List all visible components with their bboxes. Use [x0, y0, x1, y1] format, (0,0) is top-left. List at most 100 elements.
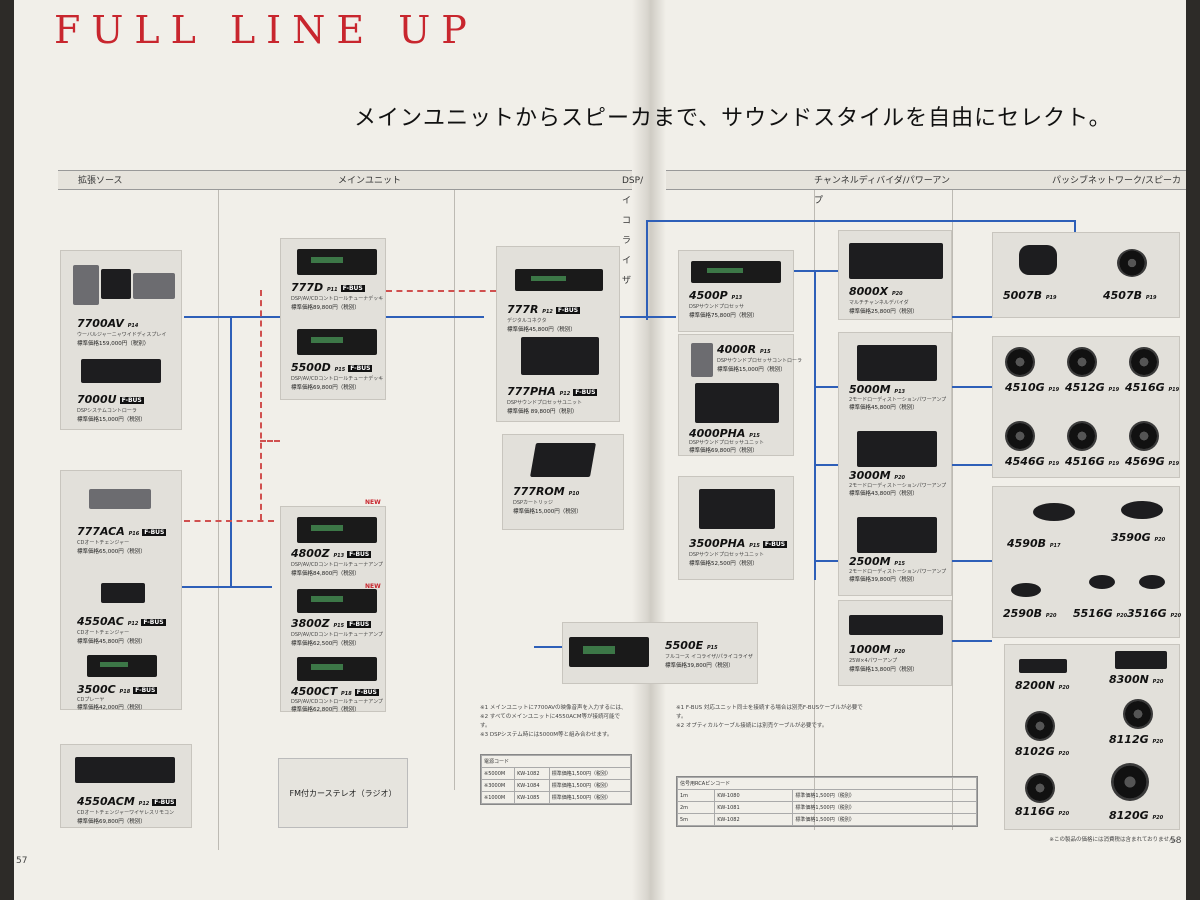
product-image: [1033, 503, 1075, 521]
connection-line: [1074, 220, 1076, 232]
speaker-image: [1129, 347, 1159, 377]
product-description: DSP/AV/CDコントロールチューナアンプ: [291, 632, 383, 638]
product-card[interactable]: 4000R P15 DSPサウンドプロセッサコントローラ 標準価格15,000円…: [678, 334, 802, 456]
product-image: [1011, 583, 1041, 597]
product-image: [699, 489, 775, 529]
product-price: 標準価格69,800円（税別）: [689, 448, 758, 454]
page-number-left: 57: [16, 856, 28, 866]
speaker-image: [1123, 699, 1153, 729]
product-name: 777ROM P10: [513, 485, 580, 498]
product-description: DSP/AV/CDコントロールチューナデッキ: [291, 296, 384, 302]
product-price: 標準価格 89,800円（税別）: [507, 409, 578, 415]
product-description: 2モードローディストーションパワーアンプ: [849, 483, 947, 489]
product-image: [857, 345, 937, 381]
product-name: 4569G P19: [1125, 455, 1180, 468]
connection-line: [464, 316, 484, 318]
product-name: 1000M P20: [849, 643, 906, 656]
product-image: [857, 431, 937, 467]
product-card[interactable]: 777ROM P10 DSPカートリッジ 標準価格15,000円（税別）: [502, 434, 624, 530]
product-image: [691, 343, 713, 377]
connection-line: [182, 586, 272, 588]
optical-connection-line: [260, 290, 262, 520]
product-name: 5500E P15: [665, 639, 718, 652]
product-card[interactable]: 4590B P17 3590G P20 2590B P20 5516G P20 …: [992, 486, 1181, 638]
product-image: [297, 517, 377, 543]
product-price: 標準価格69,800円（税別）: [291, 385, 360, 391]
product-description: 2モードローディストーションパワーアンプ: [849, 397, 947, 403]
product-image: [530, 443, 596, 477]
connection-line: [814, 560, 838, 562]
product-card[interactable]: 5007B P19 4507B P19: [992, 232, 1180, 318]
column-header-channel-divider-power-amp: チャンネルディバイダ/パワーアンプ: [666, 170, 952, 206]
product-card[interactable]: 7700AV P14 ウーバルジャーニャワイドディスプレイ 標準価格159,00…: [60, 250, 182, 430]
product-card[interactable]: 5000M P13 2モードローディストーションパワーアンプ 標準価格45,80…: [838, 332, 952, 596]
product-name: 8300N P20: [1109, 673, 1164, 686]
product-image: [1139, 575, 1165, 589]
column-header-passive-network-speaker: パッシブネットワーク/スピーカ: [952, 170, 1186, 190]
speaker-image: [1067, 421, 1097, 451]
product-description: DSPカートリッジ: [513, 500, 554, 506]
product-description: CDオートチェンジャー: [77, 630, 130, 636]
product-name: 4000R P15: [717, 343, 771, 356]
product-image: [1019, 245, 1057, 275]
product-description: DSPサウンドプロセッサユニット: [507, 400, 583, 406]
product-price: 標準価格45,800円（税別）: [77, 639, 146, 645]
product-price: 標準価格62,800円（税別）: [291, 707, 360, 713]
product-image: [857, 517, 937, 553]
product-card[interactable]: 8200N P20 8300N P20 8102G P20 8112G P20 …: [1004, 644, 1180, 830]
product-price: 標準価格15,000円（税別）: [513, 509, 582, 515]
product-name: 4516G P19: [1065, 455, 1120, 468]
product-card[interactable]: 4510G P19 4512G P19 4516G P19 4546G P19 …: [992, 336, 1180, 478]
product-description: マルチチャンネルデバイダ: [849, 300, 909, 306]
product-name: 8102G P20: [1015, 745, 1070, 758]
column-divider: [454, 190, 455, 790]
product-card[interactable]: 5500E P15 フルコース イコライザ/パライコライザ 標準価格39,800…: [562, 622, 758, 684]
column-header-main-unit: メインユニット: [218, 170, 454, 190]
product-image: [515, 269, 603, 291]
speaker-image: [1005, 421, 1035, 451]
product-description: DSPサウンドプロセッサユニット: [689, 440, 765, 446]
product-description: DSPサウンドプロセッサコントローラ: [717, 358, 803, 364]
product-card[interactable]: 4500P P13 DSPサウンドプロセッサ 標準価格75,800円（税別）: [678, 250, 794, 332]
product-name: 4512G P19: [1065, 381, 1120, 394]
product-price: 標準価格39,800円（税別）: [665, 663, 734, 669]
product-price: 標準価格42,000円（税別）: [77, 705, 146, 711]
product-name: 7700AV P14: [77, 317, 139, 330]
product-price: 標準価格15,000円（税別）: [77, 417, 146, 423]
product-description: DSP/AV/CDコントロールチューナアンプ: [291, 699, 383, 705]
product-name: 4516G P19: [1125, 381, 1180, 394]
speaker-image: [1067, 347, 1097, 377]
product-card[interactable]: 1000M P20 25W×4パワーアンプ 標準価格13,800円（税別）: [838, 600, 952, 686]
product-price: 標準価格52,500円（税別）: [689, 561, 758, 567]
product-name: 4510G P19: [1005, 381, 1060, 394]
connection-line: [952, 316, 992, 318]
product-image: [569, 637, 649, 667]
product-name: 3590G P20: [1111, 531, 1166, 544]
product-price: 標準価格65,000円（税別）: [77, 549, 146, 555]
product-name: 2590B P20: [1003, 607, 1057, 620]
product-image: [297, 249, 377, 275]
product-price: 標準価格75,800円（税別）: [689, 313, 758, 319]
product-image: [521, 337, 599, 375]
product-image: [73, 265, 99, 305]
product-name: 8200N P20: [1015, 679, 1070, 692]
product-image: [81, 359, 161, 383]
product-price: 標準価格13,800円（税別）: [849, 667, 918, 673]
product-name: 4590B P17: [1007, 537, 1061, 550]
product-card[interactable]: 8000X P20 マルチチャンネルデバイダ 標準価格25,800円（税別）: [838, 230, 952, 320]
product-description: CDオートチェンジャー: [77, 540, 130, 546]
product-image: [133, 273, 175, 299]
product-name: 5007B P19: [1003, 289, 1057, 302]
product-description: DSPサウンドプロセッサユニット: [689, 552, 765, 558]
